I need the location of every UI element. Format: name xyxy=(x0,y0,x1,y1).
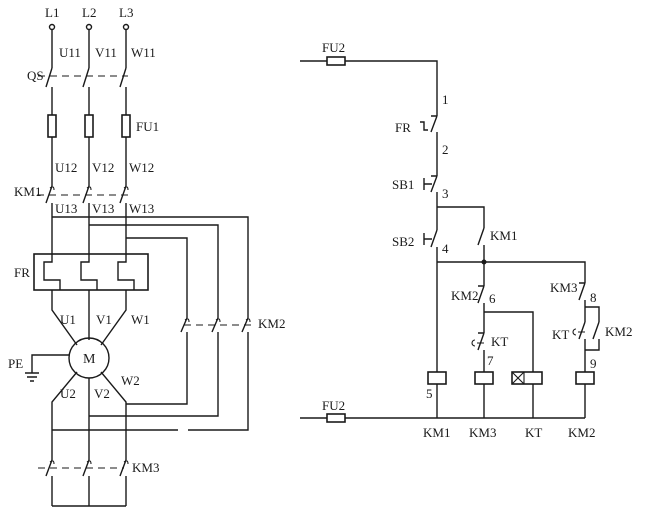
label-fu2-bottom: FU2 xyxy=(322,398,345,413)
label-node-7: 7 xyxy=(487,353,494,368)
coil-kt xyxy=(511,371,543,385)
terminal-l1 xyxy=(48,23,56,31)
km1-main-contacts: KM1 xyxy=(14,184,129,204)
label-km2-interlock: KM2 xyxy=(451,288,478,303)
coil-km1 xyxy=(427,371,447,385)
label-coil-kt: KT xyxy=(525,425,542,440)
label-km2-power: KM2 xyxy=(258,316,285,331)
km2-interlock-contact: KM2 6 xyxy=(451,285,496,306)
label-sb2: SB2 xyxy=(392,234,414,249)
label-node-6: 6 xyxy=(489,291,496,306)
label-l3: L3 xyxy=(119,5,133,20)
label-w12: W12 xyxy=(129,160,154,175)
label-w2: W2 xyxy=(121,373,140,388)
label-v11: V11 xyxy=(95,45,117,60)
label-node-8: 8 xyxy=(590,290,597,305)
fu2-bottom-fuse xyxy=(326,413,346,423)
label-km2-hold: KM2 xyxy=(605,324,632,339)
control-circuit: FU2 1 FR 2 SB1 3 SB2 4 KM1 xyxy=(300,40,632,440)
kt-delay-no-contact: KT xyxy=(552,321,586,342)
ground-pe: PE xyxy=(8,354,69,382)
terminal-l3 xyxy=(122,23,130,31)
kt-delay-contact: KT xyxy=(471,332,508,351)
km2-main-contacts: KM2 xyxy=(180,316,285,333)
label-km1-power: KM1 xyxy=(14,184,41,199)
label-pe: PE xyxy=(8,356,23,371)
km3-interlock-contact: KM3 8 xyxy=(550,280,597,305)
label-kt-contact: KT xyxy=(491,334,508,349)
label-coil-km3: KM3 xyxy=(469,425,496,440)
motor: M xyxy=(68,337,110,379)
label-kt-contact-2: KT xyxy=(552,327,569,342)
sb2-start-button: SB2 xyxy=(392,229,438,249)
label-km3-interlock: KM3 xyxy=(550,280,577,295)
label-u1: U1 xyxy=(60,312,76,327)
label-node-4: 4 xyxy=(442,241,449,256)
label-w1: W1 xyxy=(131,312,150,327)
label-v13: V13 xyxy=(92,201,114,216)
label-fr-power: FR xyxy=(14,265,30,280)
sb1-stop-button: SB1 xyxy=(392,175,438,193)
label-u12: U12 xyxy=(55,160,77,175)
label-fu2-top: FU2 xyxy=(322,40,345,55)
label-qs: QS xyxy=(27,68,44,83)
label-v1: V1 xyxy=(96,312,112,327)
qs-switch: QS xyxy=(27,67,128,115)
label-fr-control: FR xyxy=(395,120,411,135)
label-node-2: 2 xyxy=(442,142,449,157)
label-node-3: 3 xyxy=(442,186,449,201)
fr-nc-contact: FR xyxy=(395,115,438,135)
label-node-5: 5 xyxy=(426,386,433,401)
km2-hold-contact: KM2 xyxy=(592,321,632,340)
fu1-fuses: FU1 xyxy=(47,114,159,138)
label-node-9: 9 xyxy=(590,356,597,371)
label-km1-hold: KM1 xyxy=(490,228,517,243)
terminal-l2 xyxy=(85,23,93,31)
label-km3-power: KM3 xyxy=(132,460,159,475)
label-u11: U11 xyxy=(59,45,81,60)
fu2-top-fuse xyxy=(326,56,346,66)
km3-star-contacts: KM3 xyxy=(38,430,159,507)
power-circuit: L1 L2 L3 U11 V11 W11 QS FU1 U12 V12 W12 xyxy=(8,5,285,507)
label-v12: V12 xyxy=(92,160,114,175)
label-node-1: 1 xyxy=(442,92,449,107)
coil-km3 xyxy=(474,371,494,385)
label-motor: M xyxy=(83,352,96,367)
coil-km2 xyxy=(575,371,595,385)
km1-hold-contact: KM1 xyxy=(477,227,517,262)
label-u13: U13 xyxy=(55,201,77,216)
label-l1: L1 xyxy=(45,5,59,20)
label-sb1: SB1 xyxy=(392,177,414,192)
label-l2: L2 xyxy=(82,5,96,20)
label-w11: W11 xyxy=(131,45,156,60)
label-w13: W13 xyxy=(129,201,154,216)
fr-overload-relay: FR xyxy=(14,253,149,291)
label-u2: U2 xyxy=(60,386,76,401)
label-v2: V2 xyxy=(94,386,110,401)
label-coil-km2: KM2 xyxy=(568,425,595,440)
label-fu1: FU1 xyxy=(136,119,159,134)
label-coil-km1: KM1 xyxy=(423,425,450,440)
